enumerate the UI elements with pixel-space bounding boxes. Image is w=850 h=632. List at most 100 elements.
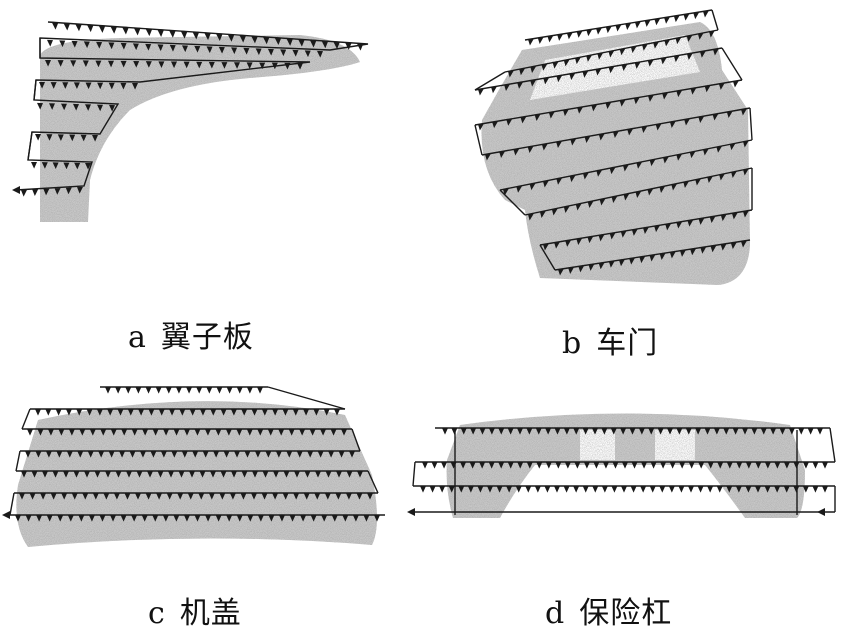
direction-arrow: [676, 153, 683, 161]
toolpath-segment: [412, 461, 416, 487]
direction-arrow: [194, 515, 201, 522]
direction-arrow: [231, 471, 237, 478]
direction-arrow: [272, 493, 279, 500]
direction-arrow: [47, 429, 54, 436]
direction-arrow: [555, 462, 562, 469]
direction-arrow: [659, 486, 666, 493]
direction-arrow: [275, 451, 282, 458]
direction-arrow: [126, 471, 132, 478]
direction-arrow: [593, 462, 600, 469]
direction-arrow: [121, 26, 129, 35]
direction-arrow: [478, 123, 484, 131]
direction-arrow: [716, 486, 723, 493]
direction-arrow: [540, 210, 546, 218]
direction-arrow: [32, 189, 39, 196]
direction-arrow: [103, 493, 110, 500]
direction-arrow: [145, 61, 152, 68]
direction-arrow: [807, 428, 814, 435]
direction-arrow: [282, 409, 289, 416]
direction-arrow: [309, 429, 316, 436]
direction-arrow: [601, 486, 608, 493]
direction-arrow: [87, 451, 94, 458]
direction-arrow: [541, 63, 548, 71]
direction-arrow: [573, 486, 580, 493]
direction-arrow: [107, 409, 114, 416]
direction-arrow: [259, 62, 266, 70]
direction-arrow: [117, 409, 124, 416]
direction-arrow: [420, 486, 426, 493]
direction-arrow: [120, 42, 127, 50]
direction-arrow: [631, 462, 638, 469]
direction-arrow: [206, 46, 213, 54]
direction-arrow: [284, 62, 291, 70]
direction-arrow: [730, 242, 737, 250]
direction-arrow: [96, 409, 103, 416]
direction-arrow: [77, 451, 84, 458]
direction-arrow: [529, 183, 536, 191]
direction-arrow: [82, 60, 89, 68]
direction-arrow: [84, 471, 90, 478]
direction-arrow: [220, 409, 227, 416]
toolpath-segment: [539, 244, 556, 271]
direction-arrow: [73, 103, 79, 111]
direction-arrow: [669, 251, 676, 259]
direction-arrow: [659, 252, 666, 260]
direction-arrow: [576, 30, 583, 38]
direction-arrow: [508, 70, 514, 78]
direction-arrow: [62, 82, 69, 89]
direction-arrow: [576, 238, 583, 246]
direction-arrow: [98, 24, 106, 33]
direction-arrow: [39, 81, 45, 89]
direction-arrow: [374, 515, 380, 522]
toolpath-segment: [15, 450, 21, 472]
direction-arrow: [660, 57, 667, 65]
direction-arrow: [649, 159, 656, 167]
direction-arrow: [173, 429, 180, 436]
direction-arrow: [21, 471, 27, 478]
direction-arrow: [659, 185, 666, 193]
direction-arrow: [292, 49, 299, 57]
direction-arrow: [57, 60, 64, 67]
direction-arrow: [133, 61, 140, 68]
direction-arrow: [88, 515, 95, 522]
direction-arrow: [629, 257, 636, 265]
direction-arrow: [634, 61, 641, 69]
direction-arrow: [633, 97, 640, 105]
direction-arrow: [526, 462, 533, 469]
direction-arrow: [70, 60, 77, 67]
direction-arrow: [31, 471, 38, 478]
direction-arrow: [478, 88, 484, 96]
direction-arrow: [42, 471, 48, 478]
direction-arrow: [165, 387, 172, 394]
direction-arrow: [85, 82, 92, 90]
direction-arrow: [621, 486, 627, 493]
toolpath-segment: [499, 189, 526, 216]
direction-arrow: [704, 85, 711, 93]
direction-arrow: [132, 43, 139, 51]
direction-arrow: [231, 47, 238, 55]
path-end-arrow: [407, 508, 415, 516]
direction-arrow: [570, 138, 577, 146]
direction-arrow: [198, 493, 205, 500]
direction-arrow: [336, 471, 342, 478]
direction-arrow: [239, 34, 247, 43]
direction-arrow: [707, 486, 714, 493]
direction-arrow: [25, 515, 32, 522]
direction-arrow: [236, 387, 243, 394]
direction-arrow: [236, 515, 243, 522]
direction-arrow: [267, 48, 274, 56]
direction-arrow: [175, 387, 182, 394]
direction-arrow: [49, 103, 55, 110]
hood-toolpath-diagram: [2, 386, 385, 548]
direction-arrow: [513, 148, 520, 156]
direction-arrow: [147, 471, 153, 478]
direction-arrow: [745, 462, 752, 469]
direction-arrow: [325, 471, 332, 478]
direction-arrow: [50, 82, 57, 89]
direction-arrow: [296, 451, 303, 458]
direction-arrow: [693, 12, 700, 20]
direction-arrow: [148, 409, 155, 416]
direction-arrow: [199, 409, 206, 416]
direction-arrow: [246, 62, 253, 69]
direction-arrow: [109, 104, 115, 112]
